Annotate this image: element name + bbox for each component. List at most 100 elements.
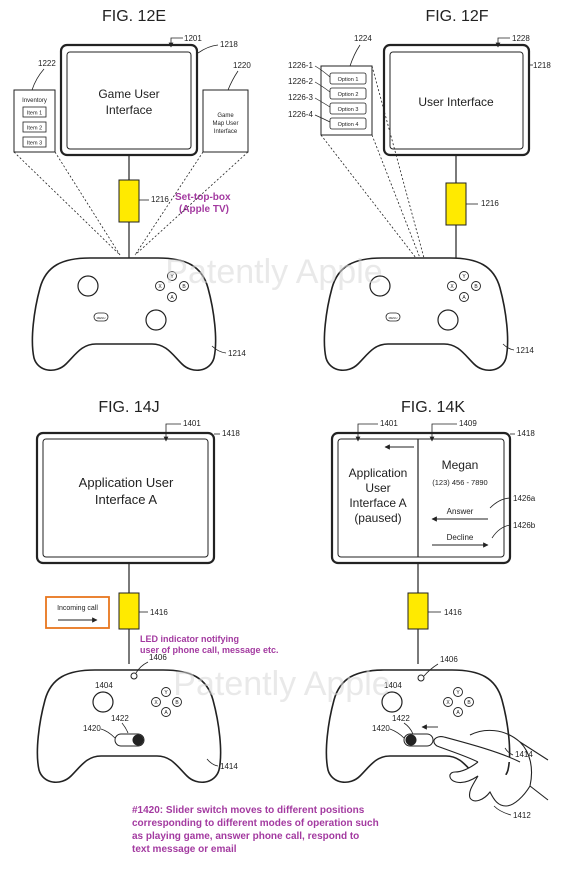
fig-12f-option-4: Option 4 (338, 122, 359, 128)
fig-14j-led-note-1: LED indicator notifying (140, 634, 239, 644)
fig-14j-a-button (161, 707, 171, 717)
fig-12e-map-line-3: Interface (214, 129, 238, 135)
caption-line-2: corresponding to different modes of oper… (132, 818, 379, 829)
fig-14j-a-label: A (164, 710, 168, 716)
fig-12e-left-stick (77, 275, 99, 297)
fig-12f-a-label: A (462, 295, 466, 301)
fig-14k-panel-ref-leader (429, 423, 457, 442)
fig-14j-slider-group-ref: 1420 (83, 724, 101, 733)
fig-12f-menu-label: MENU (389, 316, 398, 320)
fig-12f-option-ref-2: 1226-2 (288, 77, 313, 86)
fig-12e-map-line-1: Game (217, 113, 234, 119)
figure-14k: FIG. 14K Application User Interface A (p… (325, 399, 549, 820)
fig-12e-map-ref-leader (227, 70, 239, 91)
fig-12f-screen-ref-leader (495, 37, 510, 48)
fig-12f-option-ref-1: 1226-1 (288, 61, 313, 70)
fig-12e-a-label: A (170, 295, 174, 301)
fig-14k-a-button (453, 707, 463, 717)
fig-12f-controller-ref: 1214 (516, 346, 534, 355)
fig-14k-answer-ref-leader (489, 497, 512, 509)
fig-12e-inventory-title: Inventory (22, 98, 47, 104)
fig-12e-b-label: B (182, 284, 186, 290)
fig-12f-stb-ref: 1216 (481, 199, 499, 208)
fig-12f-y-button (459, 271, 469, 281)
fig-14k-slider-ref-leader (403, 722, 414, 735)
fig-12f-x-label: X (450, 284, 454, 290)
fig-14j-screen-ref-leader (163, 423, 181, 442)
fig-14j-incoming-call-label: Incoming call (57, 605, 98, 612)
fig-14k-display-screen (337, 438, 505, 558)
fig-12f-option-leader-2 (314, 81, 331, 93)
fig-14k-x-button (443, 697, 453, 707)
fig-14j-screen-ref: 1401 (183, 419, 201, 428)
fig-14k-display-ref: 1418 (517, 429, 535, 438)
fig-12e-inventory-item-3: Item 3 (27, 141, 42, 147)
fig-12f-option-ref-3: 1226-3 (288, 93, 313, 102)
fig-12e-x-button (155, 281, 165, 291)
fig-14j-slider-knob (132, 734, 144, 746)
fig-12e-stb-note-1: Set-top-box (175, 192, 231, 203)
fig-12f-b-button (471, 281, 481, 291)
fig-12f-left-stick (369, 275, 391, 297)
fig-12e-screen-ref-leader (168, 37, 183, 48)
fig-14k-led-ref: 1406 (440, 655, 458, 664)
fig-14k-left-line-1: Application (349, 466, 408, 480)
fig-14k-answer-label: Answer (447, 507, 474, 516)
fig-12e-menu-button (93, 312, 109, 322)
fig-14k-b-button (464, 697, 474, 707)
fig-12f-b-label: B (474, 284, 478, 290)
fig-14j-game-controller: Y X B A (36, 669, 222, 783)
fig-12f-screen-label: User Interface (418, 95, 494, 109)
caption-line-4: text message or email (132, 844, 237, 855)
fig-14j-display-screen (42, 438, 209, 558)
watermark-bottom: Patently Apple (173, 665, 390, 703)
fig-12e-game-controller: MENU Y X B A (31, 257, 217, 371)
fig-14k-hand-fingers (449, 761, 531, 807)
fig-14j-set-top-box (118, 592, 140, 630)
fig-12f-option-box-2 (329, 87, 367, 100)
figure-12e: FIG. 12E Game User Interface 1201 1218 I… (13, 8, 251, 371)
fig-14k-screen-ref-leader (355, 423, 378, 442)
fig-12f-display-screen (389, 51, 524, 150)
fig-14k-button-ref: 1404 (384, 681, 402, 690)
fig-12f-menu-button (385, 312, 401, 322)
fig-14k-led-indicator (417, 674, 425, 682)
fig-14j-y-button (161, 687, 171, 697)
fig-12f-option-ref-4: 1226-4 (288, 110, 313, 119)
fig-12e-title: FIG. 12E (102, 8, 166, 25)
fig-12f-option-leader-1 (314, 65, 331, 78)
fig-14j-x-label: X (154, 700, 158, 706)
fig-12e-controller-ref: 1214 (228, 349, 246, 358)
fig-14j-led-indicator (130, 672, 138, 680)
fig-14j-left-stick (92, 691, 114, 713)
caption-line-3: as playing game, answer phone call, resp… (132, 831, 359, 842)
fig-14j-button-ref: 1404 (95, 681, 113, 690)
fig-12e-inventory-item-1: Item 1 (27, 111, 42, 117)
fig-12f-set-top-box (445, 182, 467, 226)
fig-14j-b-button (172, 697, 182, 707)
fig-14k-controller-ref: 1414 (515, 750, 533, 759)
fig-12e-display-ref-leader (197, 44, 219, 54)
fig-14k-y-label: Y (456, 690, 460, 696)
fig-12e-stb-ref: 1216 (151, 195, 169, 204)
fig-14k-answer-ref: 1426a (513, 494, 536, 503)
fig-14k-stb-ref: 1416 (444, 608, 462, 617)
fig-12e-controller-ref-leader (211, 345, 227, 354)
fig-14k-slider-knob (405, 734, 417, 746)
fig-12e-screen-ref: 1201 (184, 34, 202, 43)
fig-14j-incoming-call-box (45, 596, 110, 629)
fig-12e-map-line-2: Map User (212, 121, 238, 127)
fig-14j-led-ref-leader (135, 661, 149, 674)
caption-line-1: #1420: Slider switch moves to different … (132, 805, 365, 816)
fig-12e-y-button (167, 271, 177, 281)
fig-12e-x-label: X (158, 284, 162, 290)
fig-12e-beam-1 (13, 151, 121, 256)
fig-12f-display-ref: 1218 (533, 61, 551, 70)
fig-14j-controller-ref: 1414 (220, 762, 238, 771)
fig-12e-right-stick (145, 309, 167, 331)
fig-14j-display-ref: 1418 (222, 429, 240, 438)
fig-12e-inventory-item-2: Item 2 (27, 126, 42, 132)
fig-12e-inventory-item-box-3 (22, 136, 47, 148)
fig-12e-map-panel (202, 89, 249, 153)
fig-12f-controller-ref-leader (502, 343, 515, 351)
